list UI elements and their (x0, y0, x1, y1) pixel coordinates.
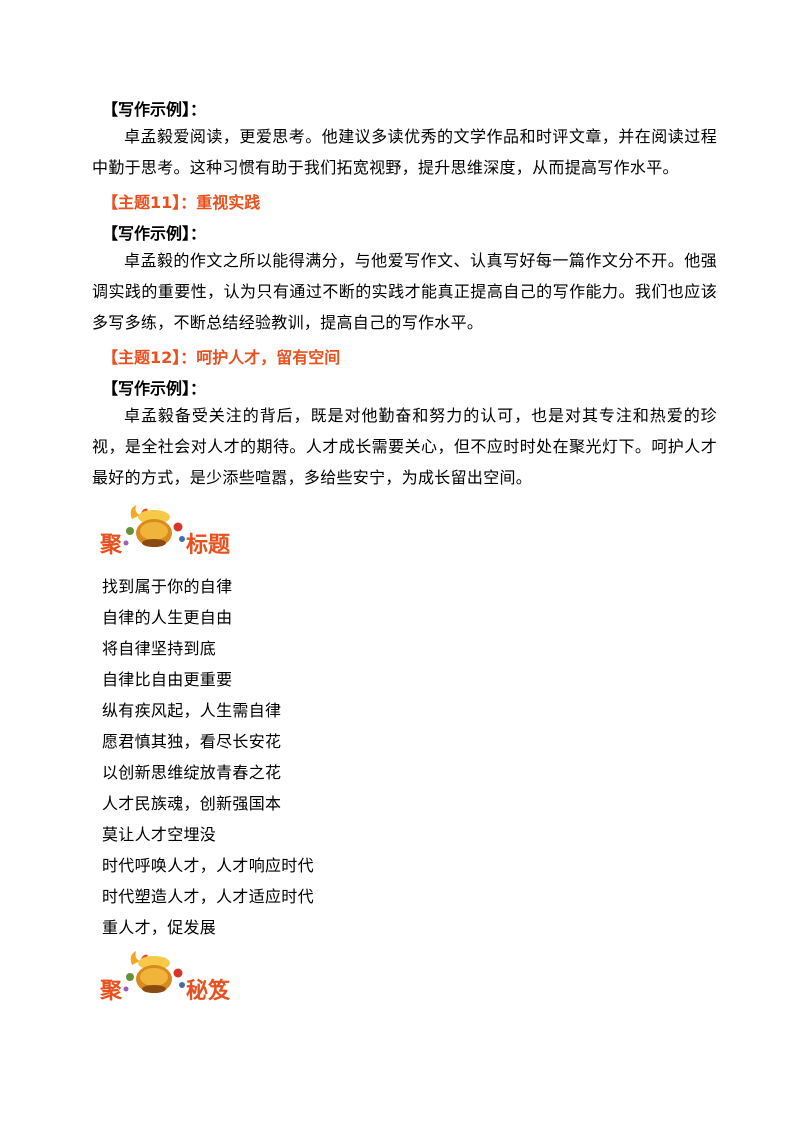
list-item: 自律的人生更自由 (102, 608, 233, 627)
writing-example-label: 【写作示例】： (102, 100, 207, 119)
tips-section-heading: 聚 秘笈 (100, 951, 300, 1004)
list-item: 以创新思维绽放青春之花 (102, 763, 282, 782)
example-paragraph: 卓孟毅爱阅读，更爱思考。他建议多读优秀的文学作品和时评文章，并在阅读过程中勤于思… (92, 127, 717, 177)
list-item: 时代呼唤人才，人才响应时代 (102, 856, 314, 875)
list-item: 时代塑造人才，人才适应时代 (102, 887, 314, 906)
example-paragraph: 卓孟毅备受关注的背后，既是对他勤奋和努力的认可，也是对其专注和热爱的珍视，是全社… (92, 406, 717, 487)
list-item: 愿君慎其独，看尽长安花 (102, 732, 282, 751)
writing-example-label: 【写作示例】： (102, 379, 207, 398)
list-item: 将自律坚持到底 (102, 639, 217, 658)
list-item: 找到属于你的自律 (102, 577, 233, 596)
treasure-pot-icon (123, 505, 185, 547)
theme-11-heading: 【主题11】：重视实践 (102, 193, 261, 212)
list-item: 自律比自由更重要 (102, 670, 233, 689)
heading-char: 聚 (100, 979, 123, 1004)
example-paragraph: 卓孟毅的作文之所以能得满分，与他爱写作文、认真写好每一篇作文分不开。他强调实践的… (92, 251, 717, 332)
treasure-pot-icon (123, 951, 185, 993)
heading-text: 秘笈 (186, 979, 231, 1004)
writing-example-label: 【写作示例】： (102, 224, 207, 243)
list-item: 人才民族魂，创新强国本 (102, 794, 282, 813)
list-item: 重人才，促发展 (102, 918, 217, 937)
list-item: 莫让人才空埋没 (102, 825, 217, 844)
theme-12-heading: 【主题12】：呵护人才，留有空间 (102, 348, 341, 367)
titles-section-heading: 聚 标题 (100, 505, 300, 558)
title-list: 找到属于你的自律 自律的人生更自由 将自律坚持到底 自律比自由更重要 纵有疾风起… (102, 571, 314, 943)
list-item: 纵有疾风起，人生需自律 (102, 701, 282, 720)
heading-text: 标题 (186, 533, 231, 558)
heading-char: 聚 (100, 533, 123, 558)
